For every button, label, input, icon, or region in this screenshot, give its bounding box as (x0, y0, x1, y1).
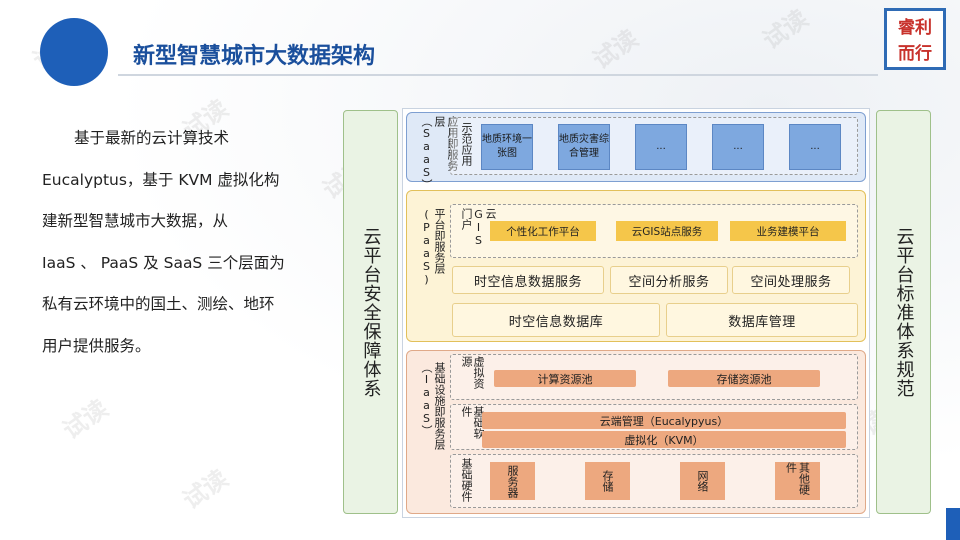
intro-line: Eucalyptus，基于 KVM 虚拟化构 (42, 170, 280, 189)
hardware-network: 网络 (680, 462, 725, 500)
intro-line: 建新型智慧城市大数据，从 (42, 212, 229, 230)
intro-line: 私有云环境中的国土、测绘、地环 (42, 295, 275, 313)
iaas-layer-label: 基础设施即服务层（IaaS） (420, 362, 446, 450)
compute-pool: 计算资源池 (494, 370, 636, 387)
saas-app-box: 地质环境一张图 (481, 124, 533, 170)
paas-portal-item: 云GIS站点服务 (616, 221, 718, 241)
saas-app-box: 地质灾害综合管理 (558, 124, 610, 170)
saas-app-box: ... (635, 124, 687, 170)
paas-portal-item: 业务建模平台 (730, 221, 846, 241)
intro-line: 用户提供服务。 (42, 336, 151, 355)
paas-database: 时空信息数据库 (452, 303, 660, 337)
brand-line: 睿利 (898, 18, 932, 38)
storage-pool: 存储资源池 (668, 370, 820, 387)
paas-service: 空间分析服务 (610, 266, 728, 294)
paas-layer-label: 平台即服务层(PaaS) (420, 208, 446, 286)
page-title: 新型智慧城市大数据架构 (133, 44, 376, 69)
title-divider (118, 74, 878, 76)
intro-line: 基于最新的云计算技术 (74, 129, 230, 147)
saas-sub-label: 示范应用 (460, 122, 473, 166)
saas-layer-label: 应用即服务层（SaaS） (420, 116, 459, 190)
standards-system-bar: 云平台标准体系规范 (876, 110, 931, 514)
saas-app-box: ... (789, 124, 841, 170)
iaas-virtual-label: 虚拟资源 (460, 356, 485, 389)
cloud-management: 云端管理（Eucalypyus） (482, 412, 846, 429)
paas-service: 空间处理服务 (732, 266, 850, 294)
paas-database: 数据库管理 (666, 303, 858, 337)
logo-mark (40, 18, 108, 86)
intro-line: IaaS 、 PaaS 及 SaaS 三个层面为 (42, 253, 285, 272)
hardware-server: 服务器 (490, 462, 535, 500)
corner-accent (946, 508, 960, 540)
paas-service: 时空信息数据服务 (452, 266, 604, 294)
intro-text: 基于最新的云计算技术 Eucalyptus，基于 KVM 虚拟化构 建新型智慧城… (42, 118, 317, 367)
saas-app-box: ... (712, 124, 764, 170)
paas-portal-label: 云GIS门户 (460, 208, 497, 247)
security-system-bar: 云平台安全保障体系 (343, 110, 398, 514)
brand-line: 而行 (898, 44, 932, 64)
brand-logo: 睿利 而行 (884, 8, 946, 70)
hardware-other: 其他硬件 (775, 462, 820, 500)
virtualization: 虚拟化（KVM） (482, 431, 846, 448)
paas-portal-item: 个性化工作平台 (490, 221, 596, 241)
hardware-storage: 存储 (585, 462, 630, 500)
iaas-hardware-label: 基础硬件 (460, 458, 473, 502)
iaas-software-label: 基础软件 (460, 406, 485, 439)
